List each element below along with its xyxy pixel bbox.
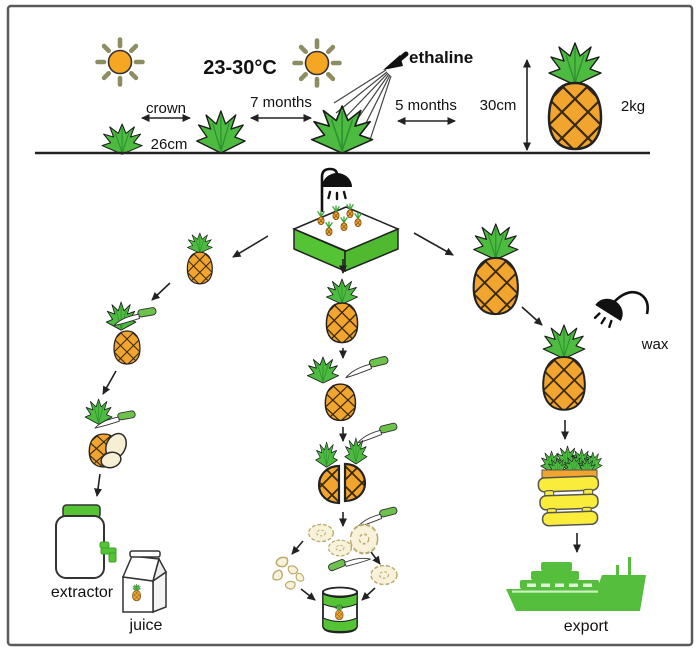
flow-arrow — [94, 473, 102, 497]
juice-carton-icon — [121, 550, 167, 614]
germination-section — [232, 167, 454, 274]
canning-branch — [270, 279, 399, 634]
flow-arrow — [102, 370, 117, 395]
sun-icon — [98, 40, 143, 85]
seedling-icon — [316, 209, 326, 226]
flow-arrow — [151, 282, 171, 301]
seedling-icon — [353, 211, 363, 228]
slice-icon — [370, 564, 398, 586]
sun-icon — [295, 41, 340, 86]
temperature-label: 23-30°C — [203, 57, 277, 79]
shower-pipe — [320, 167, 339, 212]
germination-tray-icon — [292, 202, 400, 273]
slice-icon — [307, 523, 335, 543]
flow-arrow — [370, 551, 381, 565]
slice-icon — [349, 523, 379, 555]
ethaline-label: ethaline — [409, 48, 473, 67]
ethaline-spray-icon — [333, 51, 409, 141]
can-icon — [322, 586, 358, 634]
seedling-icon — [331, 204, 341, 221]
weight-2kg-label: 2kg — [621, 98, 645, 115]
duration-5-months-label: 5 months — [395, 97, 457, 114]
extractor-label: extractor — [51, 584, 114, 601]
growing-stage-section: 23-30°C ethaline crown 26cm 7 months 5 m… — [35, 40, 650, 166]
height-26cm-label: 26cm — [151, 136, 188, 153]
flow-arrow — [361, 587, 376, 601]
peel-piece — [100, 451, 122, 469]
juice-label: juice — [129, 617, 163, 634]
height-30cm-label: 30cm — [480, 97, 517, 114]
flow-arrow — [521, 306, 543, 326]
flow-arrow — [232, 235, 269, 258]
ship-icon — [506, 557, 646, 611]
export-label: export — [564, 618, 609, 635]
seedling-icon — [339, 215, 349, 232]
crate-icon — [537, 446, 602, 527]
flow-arrow — [291, 540, 304, 555]
seedling-icon — [324, 220, 334, 237]
extractor-icon — [55, 504, 117, 579]
slice-icon — [327, 539, 353, 557]
export-branch: wax — [450, 224, 669, 635]
wax-label: wax — [641, 336, 669, 353]
chunk-icon — [275, 556, 289, 568]
flow-arrow — [300, 588, 316, 601]
flow-arrow — [413, 232, 454, 256]
seedling-icon — [345, 202, 355, 219]
crown-label: crown — [146, 100, 186, 117]
wax-shower-pipe — [613, 290, 649, 315]
duration-7-months-label: 7 months — [250, 94, 312, 111]
juice-branch: extractor juice — [51, 233, 226, 634]
